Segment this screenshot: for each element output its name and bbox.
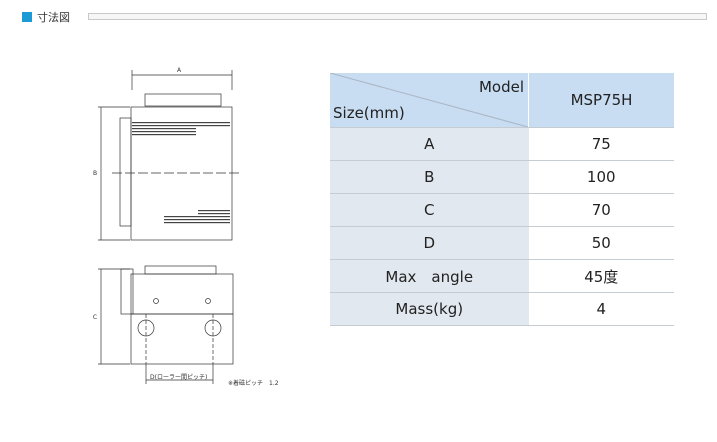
dimension-d-label: D(ローラー間ピッチ)	[150, 374, 207, 381]
row-value: 4	[528, 292, 674, 326]
spec-table-header: Model Size(mm) MSP75H	[330, 73, 674, 128]
table-row-c: C 70	[330, 193, 674, 227]
header-size-label: Size(mm)	[333, 104, 405, 122]
header-divider	[88, 13, 707, 20]
dimension-c-label: C	[93, 314, 97, 321]
header-corner-cell: Model Size(mm)	[330, 73, 529, 128]
table-row-max-angle: Max angle 45度	[330, 259, 674, 293]
row-label: Mass(kg)	[330, 292, 529, 326]
row-value: 75	[528, 127, 674, 161]
table-row-b: B 100	[330, 160, 674, 194]
diagonal-divider	[330, 73, 528, 127]
table-row-d: D 50	[330, 226, 674, 260]
section-header: 寸法図	[22, 9, 70, 25]
table-row-a: A 75	[330, 127, 674, 161]
row-value: 70	[528, 193, 674, 227]
table-row-mass: Mass(kg) 4	[330, 292, 674, 326]
row-value: 100	[528, 160, 674, 194]
row-value: 45度	[528, 259, 674, 293]
dimension-b-label: B	[93, 170, 97, 177]
row-label: B	[330, 160, 529, 194]
row-label: D	[330, 226, 529, 260]
magnet-pitch-note: ※着磁ピッチ 1.2	[228, 379, 279, 387]
model-name: MSP75H	[528, 73, 674, 128]
header-model-label: Model	[478, 78, 524, 96]
row-label: C	[330, 193, 529, 227]
section-title: 寸法図	[37, 11, 70, 24]
spec-table: Model Size(mm) MSP75H A 75 B 100 C 70 D …	[330, 73, 674, 326]
dimension-drawing: A B C D(ローラー間ピッチ) ※着磁ピッチ 1.2	[93, 67, 279, 387]
row-label: A	[330, 127, 529, 161]
row-value: 50	[528, 226, 674, 260]
section-marker-icon	[22, 12, 32, 22]
row-label: Max angle	[330, 259, 529, 293]
dimension-a-label: A	[177, 67, 182, 74]
